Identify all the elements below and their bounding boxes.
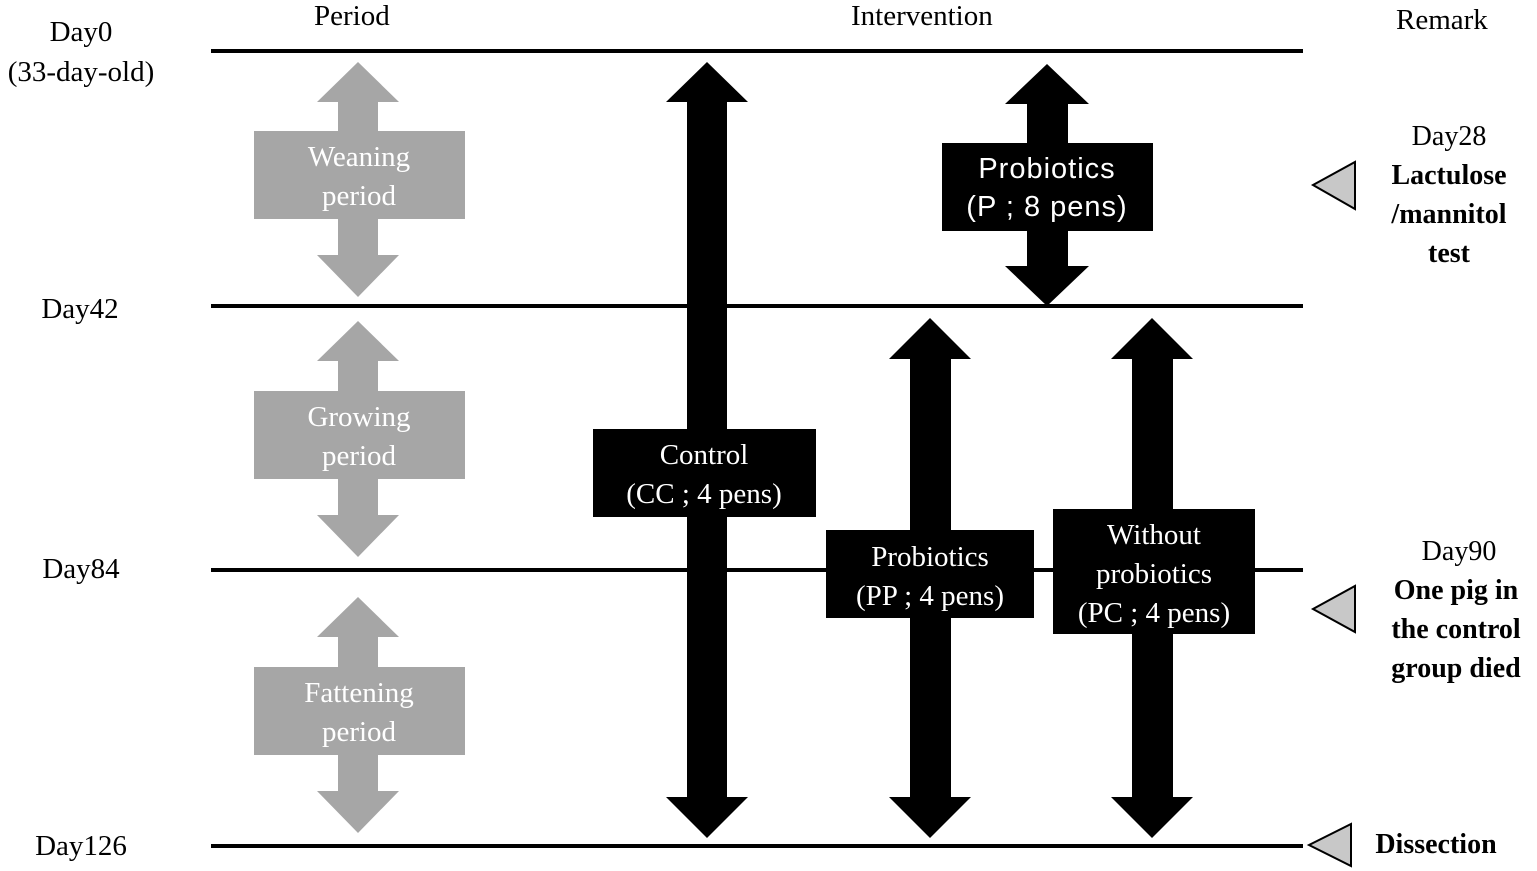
period-growing-line2: period (322, 440, 397, 472)
period-weaning-arrow (254, 62, 465, 297)
intervention-header: Intervention (851, 0, 993, 32)
intervention-probiotics-pp-line2: (PP ; 4 pens) (856, 580, 1004, 612)
remark-one-pig: One pig in (1393, 575, 1519, 606)
intervention-control-line2: (CC ; 4 pens) (626, 478, 781, 510)
intervention-control-line1: Control (660, 439, 749, 471)
day84-label: Day84 (42, 553, 120, 585)
remark-day28: Day28 (1411, 121, 1487, 152)
remark-lactulose: Lactulose (1391, 160, 1507, 191)
remark-test: test (1428, 238, 1470, 269)
remark-dissection: Dissection (1375, 829, 1497, 860)
intervention-without-line1: Without (1107, 519, 1201, 551)
period-growing-line1: Growing (307, 401, 410, 433)
period-header: Period (314, 0, 390, 32)
intervention-without-line2: probiotics (1096, 558, 1212, 590)
intervention-probiotics-pp-line1: Probiotics (871, 541, 989, 573)
remark-marker-day90 (1310, 584, 1356, 634)
day126-label: Day126 (35, 830, 127, 862)
intervention-probiotics-p-line2: (P ; 8 pens) (966, 191, 1127, 223)
remark-group-died: group died (1391, 653, 1521, 684)
day42-label: Day42 (41, 293, 119, 325)
remark-mannitol: /mannitol (1391, 199, 1507, 230)
intervention-probiotics-pp-arrow (826, 318, 1034, 838)
period-fattening-line2: period (322, 716, 397, 748)
intervention-without-line3: (PC ; 4 pens) (1078, 597, 1230, 629)
remark-marker-day126 (1306, 822, 1352, 868)
remark-control-group: the control (1391, 614, 1521, 645)
period-fattening-arrow (254, 597, 465, 833)
remark-header: Remark (1396, 4, 1488, 36)
remark-day90: Day90 (1421, 536, 1497, 567)
intervention-probiotics-p-line1: Probiotics (978, 153, 1115, 185)
day0-label: Day0 (49, 16, 113, 48)
intervention-without-probiotics-arrow (1053, 318, 1255, 838)
period-fattening-line1: Fattening (304, 677, 414, 709)
day0-age-label: (33-day-old) (7, 56, 155, 88)
remark-marker-day28 (1310, 160, 1356, 211)
period-growing-arrow (254, 321, 465, 557)
period-weaning-line2: period (322, 180, 397, 212)
intervention-control-arrow (593, 62, 816, 838)
intervention-probiotics-p-arrow (942, 64, 1153, 306)
period-weaning-line1: Weaning (308, 141, 410, 173)
